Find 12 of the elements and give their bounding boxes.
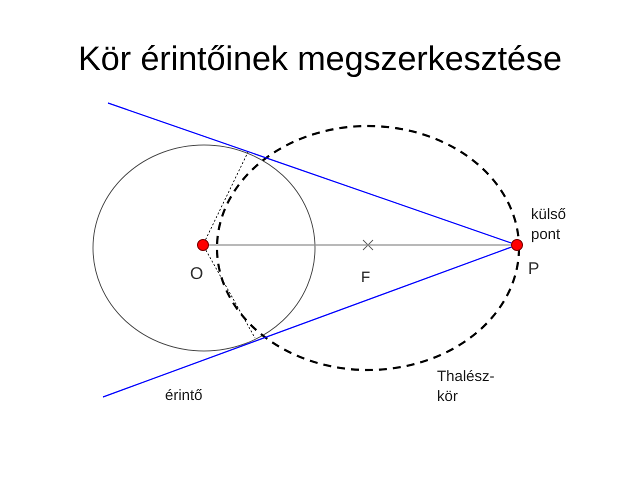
title: Kör érintőinek megszerkesztése <box>77 39 563 80</box>
text-label: érintő <box>165 386 204 406</box>
line <box>108 102 512 244</box>
text-label: F <box>361 268 372 288</box>
line <box>209 244 511 246</box>
text-label: külső pont <box>531 205 568 245</box>
text-label: Thalész-kör <box>437 367 496 407</box>
point-label: P <box>528 260 540 277</box>
dotted-line <box>206 250 256 338</box>
line <box>102 246 512 398</box>
dotted-line <box>205 152 248 240</box>
point-label: O <box>190 265 204 282</box>
